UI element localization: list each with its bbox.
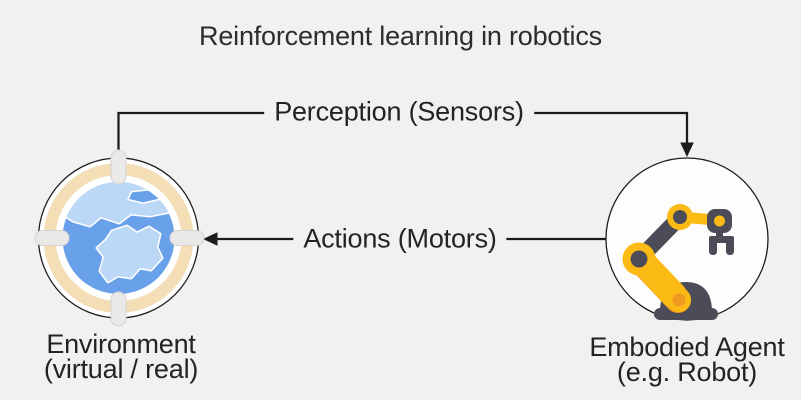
arrowhead-left-icon (203, 232, 218, 246)
robot-arm-icon (605, 157, 769, 321)
arrowhead-down-icon (680, 142, 694, 157)
edge-label-actions: Actions (Motors) (293, 223, 507, 255)
agent-node-label: Embodied Agent (e.g. Robot) (589, 332, 785, 387)
edge-label-perception: Perception (Sensors) (264, 96, 534, 128)
environment-label-line2: (virtual / real) (43, 354, 199, 384)
agent-label-line2: (e.g. Robot) (616, 357, 758, 387)
viewfinder-pegs (34, 149, 205, 327)
environment-node-label: Environment (virtual / real) (43, 329, 199, 384)
gripper-claw (709, 228, 734, 255)
agent-label-line1: Embodied Agent (589, 332, 785, 362)
globe-viewfinder-icon (34, 149, 205, 327)
diagram-title: Reinforcement learning in robotics (199, 21, 602, 51)
environment-label-line1: Environment (46, 329, 196, 359)
